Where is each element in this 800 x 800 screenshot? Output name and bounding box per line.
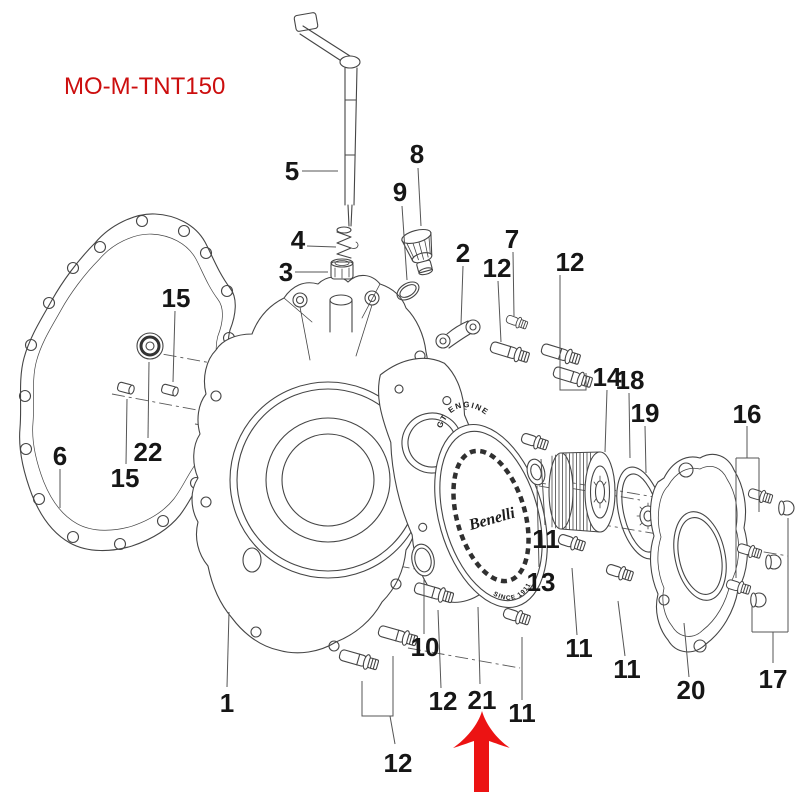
part-2-bracket-drawing	[435, 319, 481, 349]
part-label-11-d: 11	[532, 524, 560, 554]
part-10-seal-ring-drawing	[411, 543, 435, 577]
part-label-16: 16	[733, 399, 762, 429]
part-11-bolt-a	[519, 430, 550, 453]
part-label-11-a: 11	[508, 698, 536, 728]
part-15-dowel-pin-a	[116, 381, 136, 396]
part-label-15-b: 15	[111, 463, 140, 493]
part-label-8: 8	[410, 139, 424, 169]
part-label-12-a: 12	[483, 253, 512, 283]
leader-lines	[59, 167, 789, 745]
part-label-19: 19	[631, 398, 660, 428]
part-labels: 5 4 3 8 9 2 7 12 12 15 22 15 6 1 12 12 1…	[53, 139, 788, 778]
part-label-14: 14	[593, 362, 622, 392]
part-12-bolt-b1	[539, 340, 582, 368]
part-label-17: 17	[759, 664, 788, 694]
part-label-2: 2	[456, 238, 470, 268]
part-7-bolt	[504, 312, 530, 332]
part-label-12-b: 12	[556, 247, 585, 277]
part-label-3: 3	[279, 257, 293, 287]
model-code-title: MO-M-TNT150	[64, 73, 225, 100]
part-label-21: 21	[468, 685, 497, 715]
laurel-wreath	[451, 448, 531, 584]
part-16-bolt-1	[746, 485, 775, 506]
part-label-22: 22	[134, 437, 163, 467]
part-label-6: 6	[53, 441, 67, 471]
part-12-bolt-b2	[551, 363, 594, 391]
part-label-5: 5	[285, 156, 299, 186]
part-8-oil-filler-cap-drawing	[401, 228, 434, 276]
part-label-4: 4	[291, 225, 306, 255]
part-6-left-gasket-drawing	[18, 213, 236, 552]
part-3-bushing-drawing	[330, 258, 354, 280]
part-label-7: 7	[505, 224, 519, 254]
part-11-bolt-b	[556, 531, 587, 554]
part-4-spring-drawing	[336, 226, 359, 259]
part-17-cap-3	[750, 592, 767, 608]
part-17-cap-2	[765, 554, 782, 570]
part-label-1: 1	[220, 688, 234, 718]
part-label-18: 18	[616, 365, 645, 395]
part-12-bolt-d2	[337, 646, 381, 673]
part-9-oring-drawing	[396, 281, 420, 301]
part-20-right-cover-drawing	[649, 453, 748, 653]
red-annotation-arrow	[453, 711, 510, 792]
part-label-12-c: 12	[429, 686, 458, 716]
part-5-release-shaft-drawing	[293, 12, 361, 227]
part-13-oring-drawing	[526, 458, 546, 486]
part-11-bolt-c	[604, 561, 635, 584]
part-17-cap-1	[778, 500, 795, 516]
part-15-dowel-pin-b	[160, 383, 180, 398]
part-label-12-d: 12	[384, 748, 413, 778]
part-1-clutch-cover-drawing	[191, 274, 429, 654]
part-label-15-a: 15	[162, 283, 191, 313]
part-label-20: 20	[677, 675, 706, 705]
part-22-oil-seal-drawing	[136, 332, 164, 360]
part-label-10: 10	[411, 632, 440, 662]
part-12-bolt-a	[488, 338, 531, 366]
part-label-11-c: 11	[613, 654, 641, 684]
part-14-18-oil-filter-drawing	[548, 451, 616, 533]
part-11-bolt-d	[501, 605, 532, 628]
part-label-11-b: 11	[565, 633, 593, 663]
part-label-13: 13	[527, 567, 556, 597]
part-label-9: 9	[393, 177, 407, 207]
